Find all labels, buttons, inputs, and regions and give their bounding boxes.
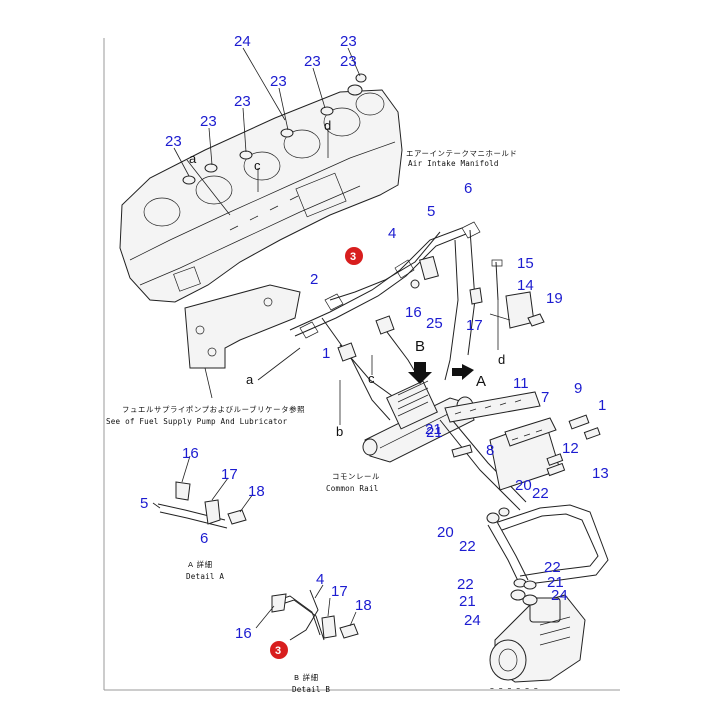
- manifold-leaders: [173, 47, 361, 216]
- part-3-badge-main: 3: [345, 247, 363, 265]
- callout-number: 23: [304, 53, 321, 70]
- callout-number: 16: [235, 625, 252, 642]
- callout-number: 8: [486, 442, 494, 459]
- callout-number: 21: [459, 593, 476, 610]
- common-rail-caption-jp: コモンレール: [332, 472, 380, 481]
- letter-ref: c: [368, 371, 375, 386]
- callout-number: 20: [515, 477, 532, 494]
- callout-number: 22: [457, 576, 474, 593]
- callout-number: 24: [551, 587, 568, 604]
- callout-number: 18: [355, 597, 372, 614]
- callout-number: 17: [331, 583, 348, 600]
- callout-number: 15: [517, 255, 534, 272]
- detail-a-caption-jp: A 詳細: [188, 560, 213, 569]
- detail-a-drawing: [152, 455, 254, 529]
- callout-number: 24: [464, 612, 481, 629]
- letter-ref: c: [254, 158, 261, 173]
- fuel-supply-caption-en: See of Fuel Supply Pump And Lubricator: [106, 417, 288, 426]
- detail-a-caption-en: Detail A: [186, 572, 224, 581]
- callout-number: 7: [541, 389, 549, 406]
- svg-text:3: 3: [275, 645, 281, 657]
- detail-b-caption-en: Detail B: [292, 685, 330, 694]
- callout-number: 11: [513, 375, 529, 392]
- letter-ref: b: [336, 424, 343, 439]
- injection-tubes: [289, 221, 481, 421]
- callout-number: 6: [464, 180, 472, 197]
- air-intake-caption-en: Air Intake Manifold: [408, 159, 499, 168]
- callout-number: 2: [310, 271, 318, 288]
- air-intake-caption-jp: エアーインテークマニホールド: [406, 149, 517, 158]
- callout-number: 23: [340, 33, 357, 50]
- footer-mark: ｰ ｰ ｰ ｰ ｰ ｰ: [490, 684, 538, 693]
- callout-number: 6: [200, 530, 208, 547]
- callout-numbers: 24 23 23 23 23 23 23 23 6 5 4 15 2 14 19…: [140, 33, 609, 642]
- manifold-caps: [182, 73, 367, 185]
- air-intake-manifold: [119, 89, 403, 303]
- callout-number: 5: [140, 495, 148, 512]
- callout-number: 22: [459, 538, 476, 555]
- callout-number: 21: [426, 424, 443, 441]
- callout-number: 23: [340, 53, 357, 70]
- callout-number: 9: [574, 380, 582, 397]
- callout-number: A: [476, 373, 486, 390]
- callout-number: 23: [234, 93, 251, 110]
- part-3-badge-detail: 3: [270, 641, 288, 659]
- callout-number: 21: [547, 574, 564, 591]
- callout-number: 13: [592, 465, 609, 482]
- view-arrows: [408, 362, 474, 384]
- callout-number: B: [415, 338, 425, 355]
- callout-number: 20: [437, 524, 454, 541]
- right-parts: [339, 259, 601, 491]
- detail-b-drawing: [255, 584, 359, 641]
- callout-number: 4: [316, 571, 324, 588]
- high-pressure-tubes: [486, 504, 609, 590]
- callout-number: 1: [598, 397, 606, 414]
- detail-b-caption-jp: B 詳細: [294, 673, 319, 682]
- callout-number: 17: [466, 317, 483, 334]
- callout-number: 23: [270, 73, 287, 90]
- callout-number: 5: [427, 203, 435, 220]
- letter-ref: a: [189, 151, 197, 166]
- letter-ref: d: [324, 118, 331, 133]
- common-rail-caption-en: Common Rail: [326, 484, 379, 493]
- callout-number: 14: [517, 277, 534, 294]
- callout-number: 19: [546, 290, 563, 307]
- letter-ref: d: [498, 352, 505, 367]
- svg-text:3: 3: [350, 251, 356, 263]
- callout-number: 23: [165, 133, 182, 150]
- callout-number: 1: [322, 345, 330, 362]
- callout-number: 17: [221, 466, 238, 483]
- fuel-supply-bracket: [184, 284, 301, 399]
- fuel-supply-pump: [489, 589, 586, 683]
- callout-number: 22: [544, 559, 561, 576]
- callout-number: 24: [234, 33, 251, 50]
- callout-number: 21: [425, 421, 442, 438]
- callout-number: 23: [200, 113, 217, 130]
- letter-ref: a: [246, 372, 254, 387]
- letter-references: a c d b a c d: [189, 118, 505, 439]
- callout-number: 16: [182, 445, 199, 462]
- callout-number: 22: [532, 485, 549, 502]
- callout-number: 16: [405, 304, 422, 321]
- fuel-supply-caption-jp: フュエルサプライポンプおよびルーブリケータ参照: [122, 405, 305, 414]
- callout-number: 18: [248, 483, 265, 500]
- callout-number: 25: [426, 315, 443, 332]
- callout-number: 12: [562, 440, 579, 457]
- callout-number: 4: [388, 225, 396, 242]
